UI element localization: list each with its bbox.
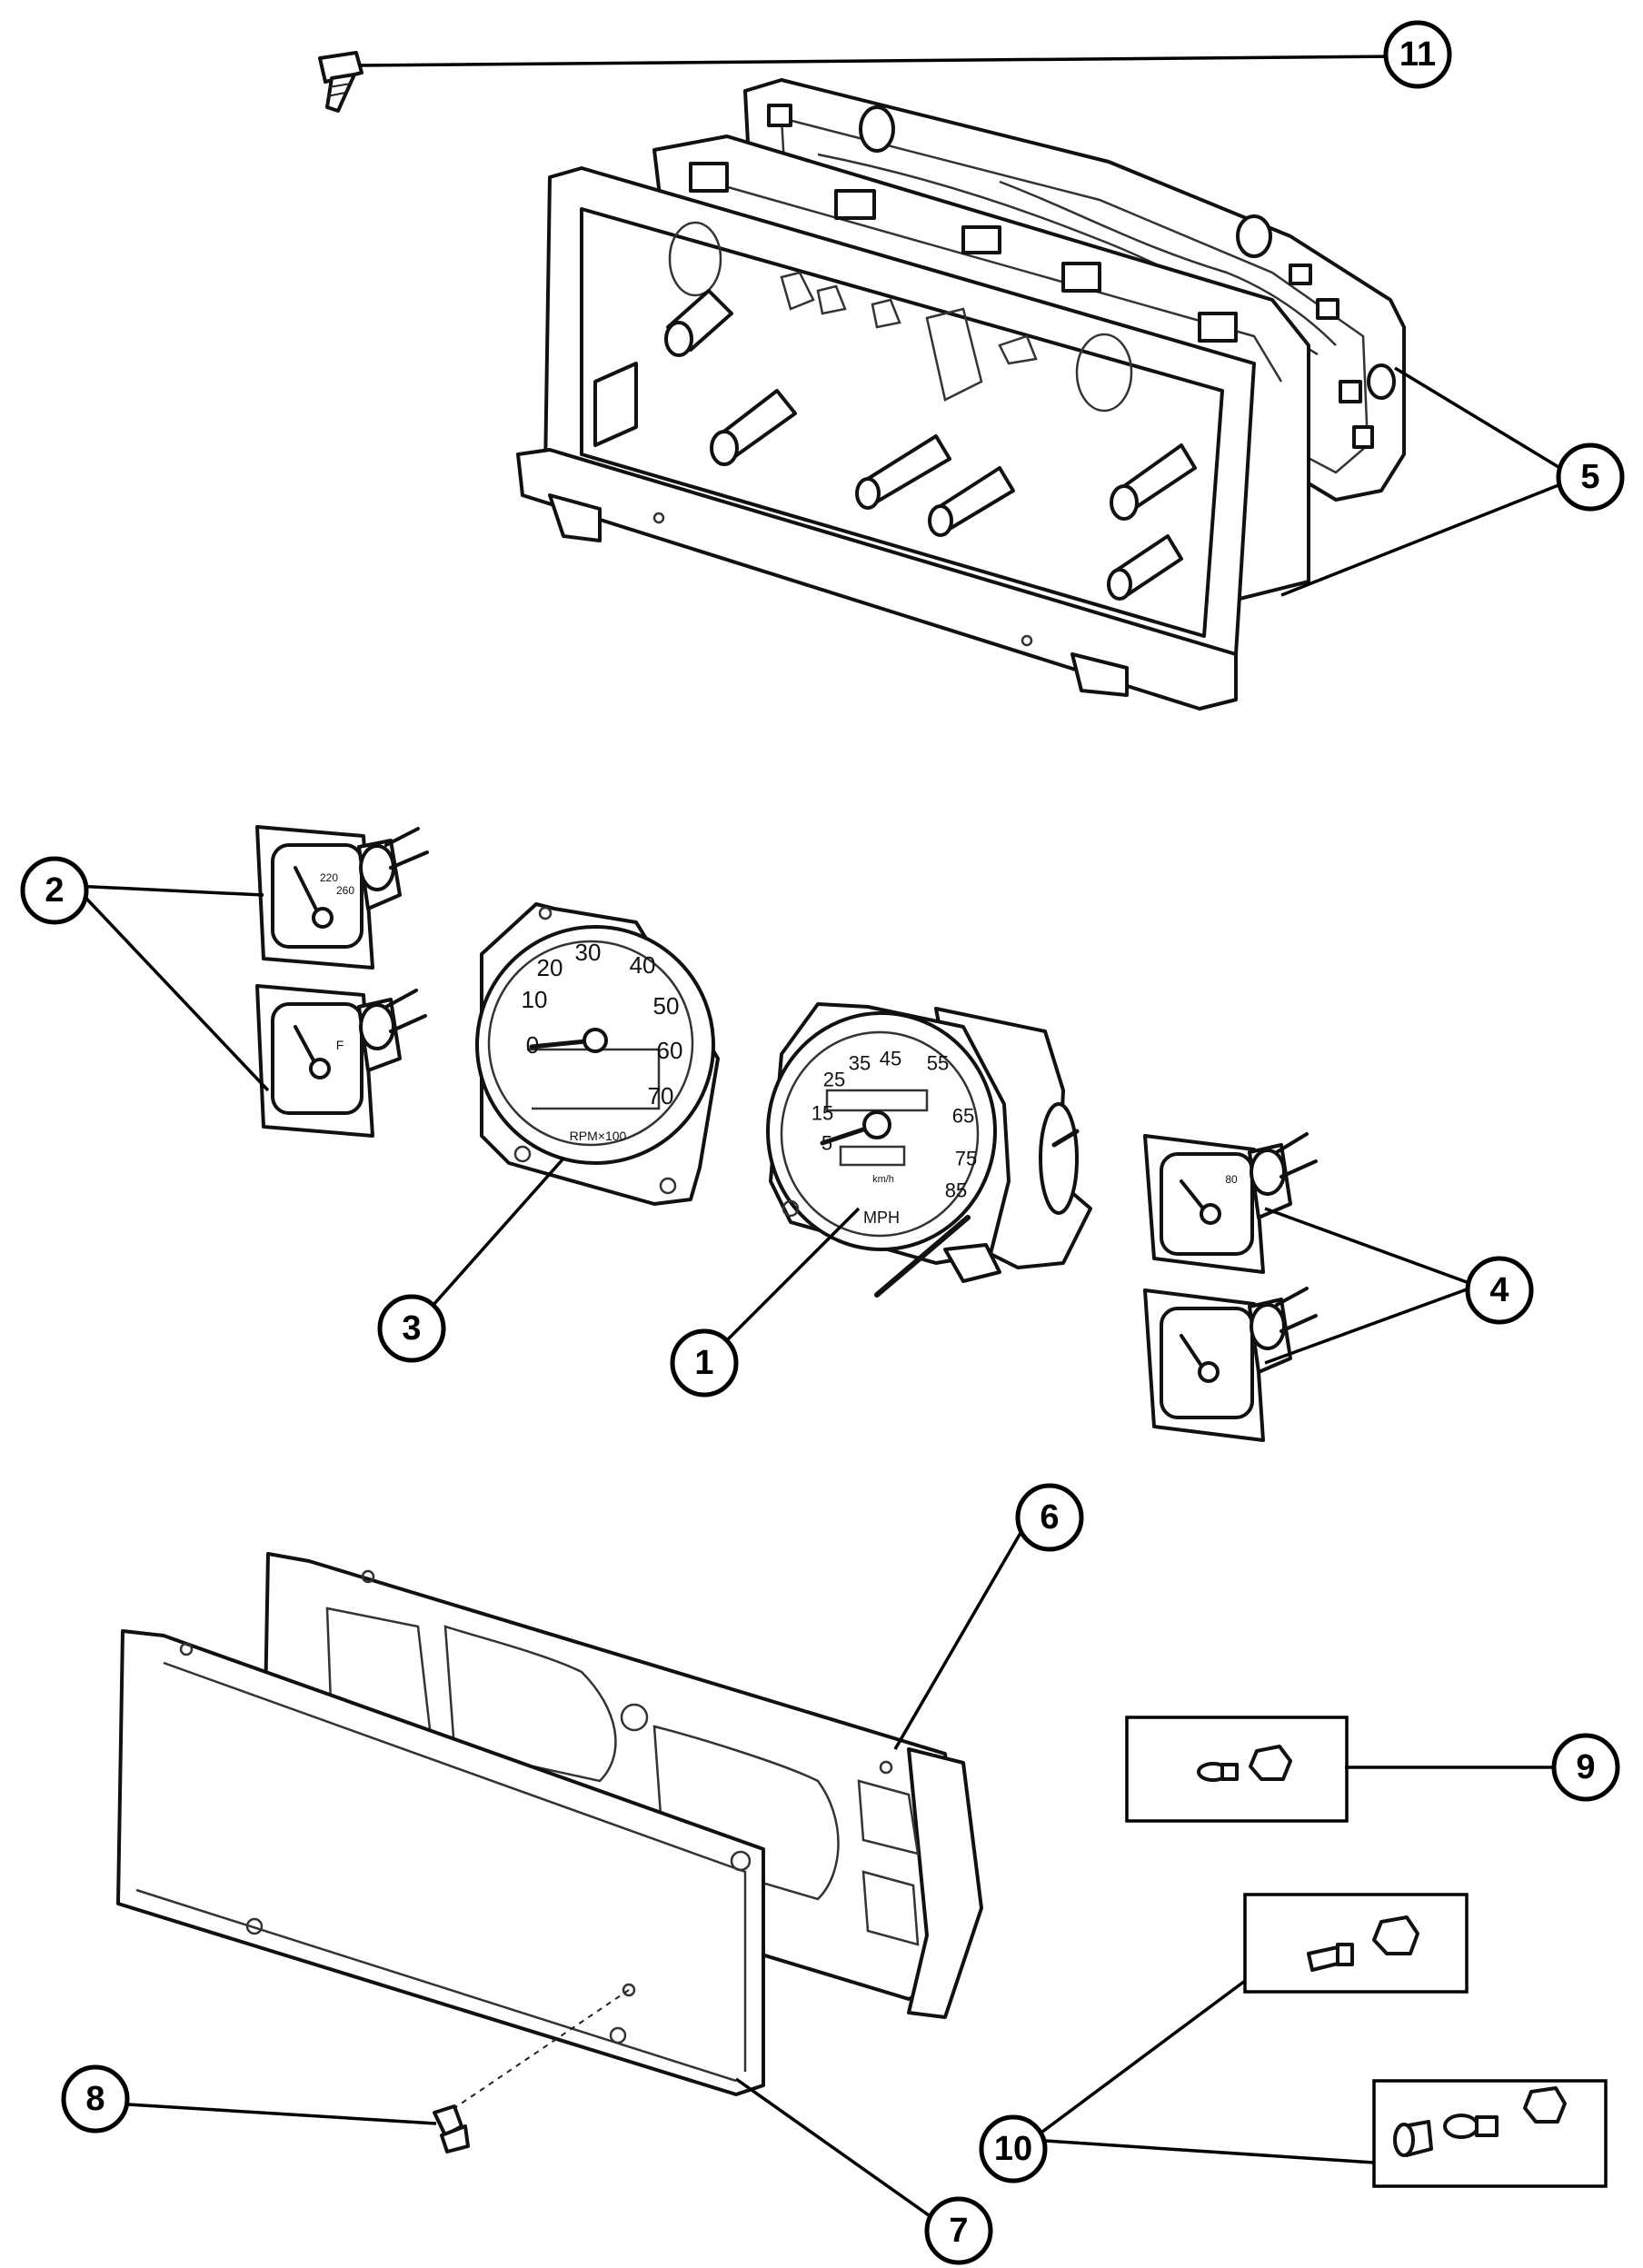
temp-mark-260: 260 xyxy=(336,884,354,897)
temp-mark-220: 220 xyxy=(320,871,338,884)
callout-label: 11 xyxy=(1399,35,1436,74)
bulb-icon xyxy=(1307,1943,1354,1972)
callout-label: 7 xyxy=(949,2212,968,2250)
callout-label: 9 xyxy=(1576,1748,1595,1786)
speedo-tick-85: 85 xyxy=(945,1179,967,1202)
callout-1: 1 xyxy=(670,1328,739,1398)
tach-tick-70: 70 xyxy=(648,1082,674,1109)
part-4-oil-gauge: 80 xyxy=(1143,1132,1318,1274)
part-9-bulb-kit xyxy=(1125,1716,1349,1823)
callout-label: 1 xyxy=(694,1344,713,1382)
fuel-mark-f: F xyxy=(336,1038,344,1052)
part-2-fuel-gauge: F xyxy=(255,984,427,1138)
part-10-bulb-kit xyxy=(1243,1893,1608,2188)
part-5-cluster-housing xyxy=(516,78,1406,711)
callout-4: 4 xyxy=(1465,1256,1534,1325)
housing-sockets xyxy=(593,289,1197,601)
speedo-tick-75: 75 xyxy=(955,1148,977,1170)
callout-3: 3 xyxy=(377,1294,446,1363)
part-1-speedometer: 5 15 25 35 45 55 65 75 85 km/h MPH xyxy=(766,1002,1092,1298)
callout-label: 10 xyxy=(994,2130,1032,2168)
tach-tick-10: 10 xyxy=(522,986,548,1013)
part-2-gauges: 220 260 F xyxy=(255,825,429,1138)
part-2-temp-gauge: 220 260 xyxy=(255,825,429,970)
callout-8: 8 xyxy=(61,2064,130,2134)
part-4-volt-gauge xyxy=(1143,1287,1318,1442)
callout-2: 2 xyxy=(20,856,89,925)
socket-icon xyxy=(1372,1915,1419,1955)
part-3-tachometer: 0 10 20 30 40 50 60 70 RPM×100 xyxy=(475,902,720,1206)
bulb-icon xyxy=(1393,2120,1433,2157)
oil-mark-80: 80 xyxy=(1225,1173,1238,1186)
tach-tick-40: 40 xyxy=(630,951,656,979)
part-11-screw xyxy=(318,51,363,113)
part-8-plug xyxy=(433,2104,470,2154)
callout-label: 3 xyxy=(402,1309,421,1348)
bulb-icon xyxy=(1443,2114,1499,2139)
speedo-tick-45: 45 xyxy=(880,1048,901,1070)
leader-lines xyxy=(73,55,1568,2223)
part-7-front-lens xyxy=(116,1629,765,2109)
callout-10: 10 xyxy=(979,2114,1048,2183)
tach-tick-20: 20 xyxy=(537,954,563,981)
tach-tick-0: 0 xyxy=(526,1031,539,1059)
callout-9: 9 xyxy=(1551,1733,1620,1802)
socket-icon xyxy=(1523,2086,1567,2124)
callout-6: 6 xyxy=(1015,1483,1084,1552)
callout-5: 5 xyxy=(1556,443,1625,512)
tach-tick-50: 50 xyxy=(653,992,680,1020)
callout-label: 5 xyxy=(1580,458,1599,496)
callout-11: 11 xyxy=(1383,20,1452,89)
speedo-tick-65: 65 xyxy=(952,1105,974,1128)
socket-icon xyxy=(1249,1745,1292,1781)
speedo-tick-15: 15 xyxy=(812,1102,833,1125)
speedo-tick-25: 25 xyxy=(823,1069,845,1091)
speedo-tick-55: 55 xyxy=(927,1052,949,1075)
callout-label: 6 xyxy=(1040,1498,1059,1537)
speedo-sub-unit: km/h xyxy=(872,1174,894,1185)
bulb-icon xyxy=(1197,1762,1239,1782)
part-6-rear-bezel xyxy=(262,1552,983,2019)
speedo-unit: MPH xyxy=(863,1209,900,1227)
callout-label: 8 xyxy=(85,2080,105,2118)
tach-tick-60: 60 xyxy=(657,1037,683,1064)
speedo-tick-35: 35 xyxy=(849,1052,871,1075)
speedo-tick-5: 5 xyxy=(822,1132,832,1155)
part-4-gauges: 80 xyxy=(1143,1132,1318,1442)
callout-label: 4 xyxy=(1489,1271,1509,1309)
callout-label: 2 xyxy=(45,871,64,910)
callout-7: 7 xyxy=(924,2196,993,2265)
tach-tick-30: 30 xyxy=(575,939,602,966)
tach-unit: RPM×100 xyxy=(570,1129,627,1143)
